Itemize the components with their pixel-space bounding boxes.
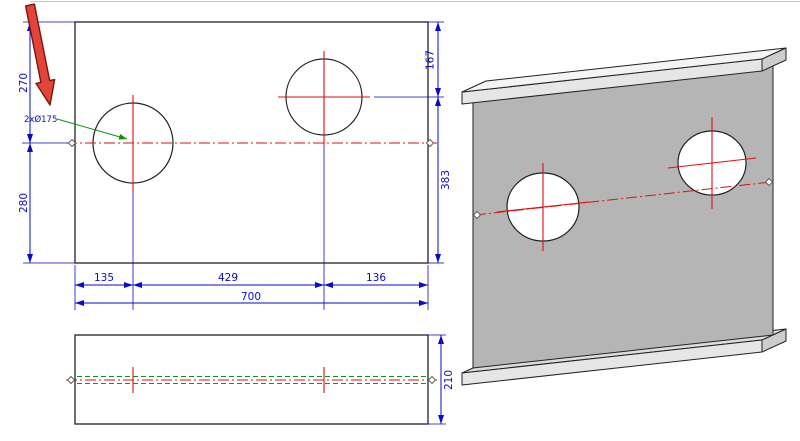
top-view: 210 bbox=[66, 334, 455, 425]
top-flange-end-face bbox=[761, 47, 787, 72]
dim-text-383: 383 bbox=[440, 170, 452, 190]
hole-callout-leader-line bbox=[56, 118, 128, 140]
hole-diameter-callout: 2xØ175 bbox=[24, 114, 57, 125]
iso-hole-1-crosshair-horizontal bbox=[496, 201, 590, 213]
dim-text-167: 167 bbox=[425, 50, 437, 70]
dim-text-135: 135 bbox=[94, 272, 114, 284]
dim-text-280: 280 bbox=[18, 193, 30, 213]
iso-hole-2-crosshair-horizontal bbox=[667, 157, 757, 169]
iso-centerline bbox=[474, 181, 772, 216]
dimension-lines bbox=[27, 22, 441, 306]
dim-text-210: 210 bbox=[443, 370, 455, 390]
grip-topview-right[interactable] bbox=[428, 376, 436, 384]
iso-view bbox=[461, 47, 787, 386]
bottom-flange-end-face bbox=[761, 328, 787, 353]
front-view: 270 280 167 383 135 429 136 700 2xØ175 bbox=[18, 21, 452, 310]
annotation-pointer-arrow bbox=[24, 3, 56, 106]
dim-text-700: 700 bbox=[241, 291, 261, 303]
dim-text-270: 270 bbox=[18, 73, 30, 93]
grip-topview-left[interactable] bbox=[67, 376, 75, 384]
dim-text-429: 429 bbox=[218, 272, 238, 284]
dim-text-136: 136 bbox=[366, 272, 386, 284]
